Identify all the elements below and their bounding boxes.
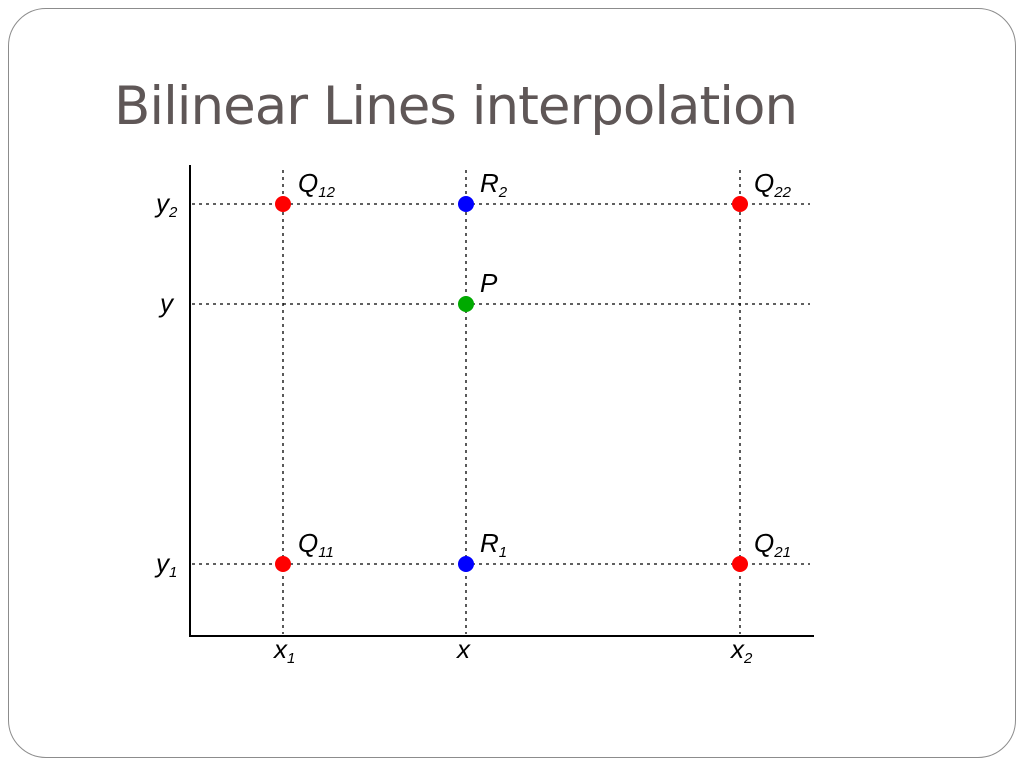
label-r2: R2 [480, 168, 508, 201]
y-tick-y1: y1 [154, 548, 177, 581]
slide-frame [8, 8, 1016, 758]
label-q21: Q21 [754, 528, 791, 561]
label-q11: Q11 [298, 528, 334, 561]
label-r1: R1 [480, 528, 507, 561]
point-p [458, 296, 474, 312]
y-tick-y: y [158, 288, 175, 318]
point-q12 [275, 196, 291, 212]
point-q11 [275, 556, 291, 572]
x-tick-x1: x1 [272, 634, 295, 667]
point-q22 [732, 196, 748, 212]
x-tick-x2: x2 [729, 634, 753, 667]
label-p: P [480, 268, 498, 298]
x-tick-x: x [455, 634, 471, 664]
point-r1 [458, 556, 474, 572]
y-tick-y2: y2 [154, 188, 178, 221]
label-q22: Q22 [754, 168, 792, 201]
slide-title: Bilinear Lines interpolation [114, 76, 798, 137]
label-q12: Q12 [298, 168, 336, 201]
point-q21 [732, 556, 748, 572]
point-r2 [458, 196, 474, 212]
